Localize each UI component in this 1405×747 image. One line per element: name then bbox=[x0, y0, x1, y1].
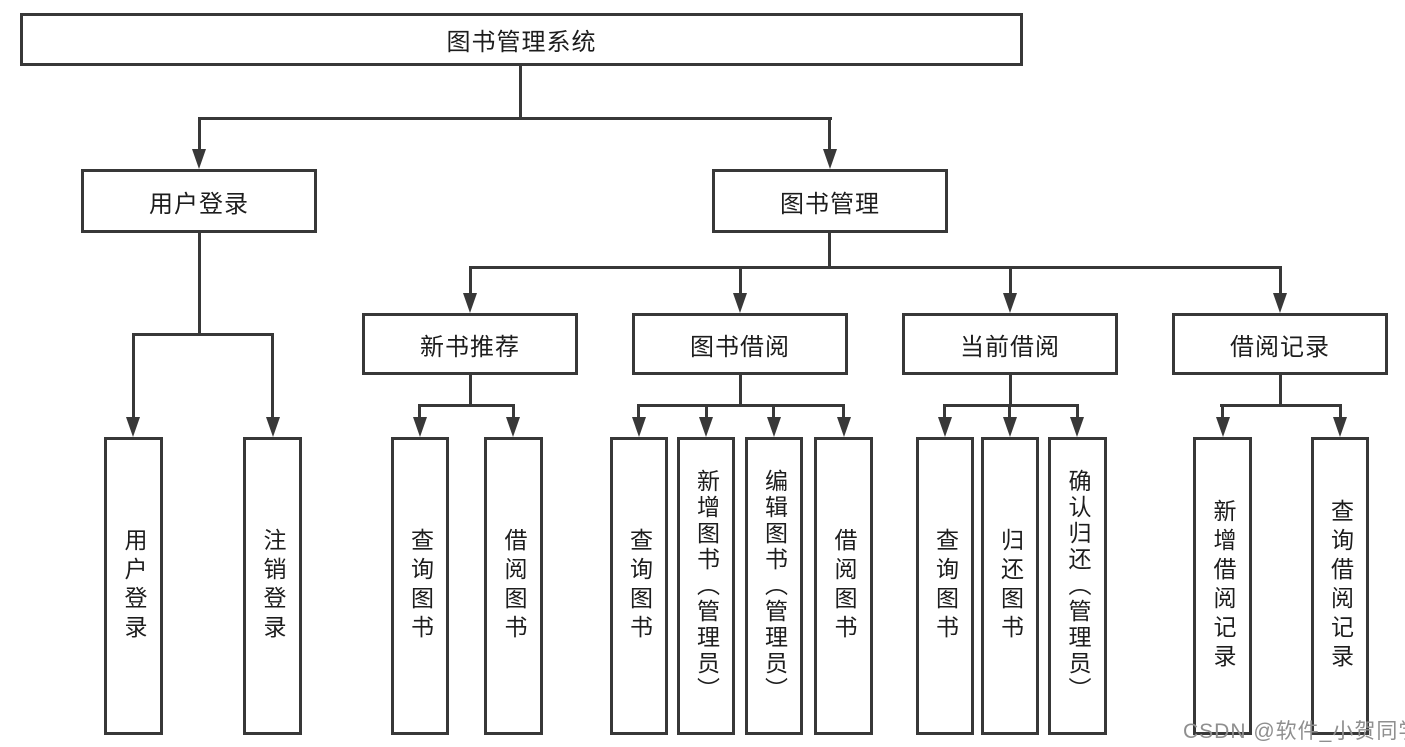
arrow-down-icon bbox=[463, 293, 477, 313]
arrow-down-icon bbox=[823, 149, 837, 169]
connector-stem bbox=[1279, 266, 1282, 296]
connector-stem bbox=[512, 404, 515, 421]
node-label: 借阅图书 bbox=[501, 528, 527, 644]
node-label: 新增图书（管理员） bbox=[693, 469, 720, 703]
connector-stem bbox=[637, 404, 640, 421]
node-label: 图书借阅 bbox=[690, 333, 790, 361]
arrow-down-icon bbox=[1003, 293, 1017, 313]
arrow-down-icon bbox=[733, 293, 747, 313]
node-label: 用户登录 bbox=[149, 190, 249, 218]
node-label: 借阅记录 bbox=[1230, 333, 1330, 361]
node-add-book-admin: 新增图书（管理员） bbox=[677, 437, 735, 735]
node-library-management-system: 图书管理系统 bbox=[20, 13, 1023, 66]
connector-distributor bbox=[1220, 404, 1342, 407]
arrow-down-icon bbox=[1216, 417, 1230, 437]
node-book-borrowing: 图书借阅 bbox=[632, 313, 848, 375]
connector-distributor bbox=[637, 404, 845, 407]
node-user-login-group: 用户登录 bbox=[81, 169, 317, 233]
arrow-down-icon bbox=[1003, 417, 1017, 437]
arrow-down-icon bbox=[506, 417, 520, 437]
connector-stem bbox=[739, 375, 742, 407]
arrow-down-icon bbox=[632, 417, 646, 437]
arrow-down-icon bbox=[126, 417, 140, 437]
node-book-management: 图书管理 bbox=[712, 169, 948, 233]
node-label: 图书管理 bbox=[780, 190, 880, 218]
arrow-down-icon bbox=[1273, 293, 1287, 313]
arrow-down-icon bbox=[767, 417, 781, 437]
node-logout: 注销登录 bbox=[243, 437, 302, 735]
node-borrow-book: 借阅图书 bbox=[814, 437, 873, 735]
node-query-book-current: 查询图书 bbox=[916, 437, 974, 735]
csdn-watermark: CSDN @软件_小贺同学 bbox=[1183, 720, 1405, 743]
node-edit-book-admin: 编辑图书（管理员） bbox=[745, 437, 803, 735]
node-label: 查询图书 bbox=[407, 528, 434, 644]
node-label: 查询借阅记录 bbox=[1327, 499, 1354, 673]
node-label: 确认归还（管理员） bbox=[1065, 469, 1091, 703]
connector-distributor bbox=[418, 404, 515, 407]
node-label: 用户登录 bbox=[121, 528, 147, 644]
connector-stem bbox=[1076, 404, 1079, 421]
connector-stem bbox=[1008, 404, 1011, 421]
connector-stem bbox=[132, 333, 135, 419]
node-confirm-return-admin: 确认归还（管理员） bbox=[1048, 437, 1107, 735]
arrow-down-icon bbox=[192, 149, 206, 169]
connector-stem bbox=[1009, 375, 1012, 407]
node-label: 查询图书 bbox=[626, 528, 653, 644]
node-label: 归还图书 bbox=[997, 528, 1024, 644]
connector-stem bbox=[828, 233, 831, 269]
node-label: 新书推荐 bbox=[420, 333, 520, 361]
connector-stem bbox=[943, 404, 946, 421]
connector-stem bbox=[739, 266, 742, 296]
arrow-down-icon bbox=[266, 417, 280, 437]
connector-root-stem bbox=[519, 66, 522, 119]
node-query-book-borrowing: 查询图书 bbox=[610, 437, 668, 735]
node-label: 编辑图书（管理员） bbox=[761, 469, 788, 703]
node-query-borrow-record: 查询借阅记录 bbox=[1311, 437, 1369, 735]
node-label: 当前借阅 bbox=[960, 333, 1060, 361]
connector-stem bbox=[1009, 266, 1012, 296]
connector-stem bbox=[828, 117, 831, 151]
connector-level2-distributor bbox=[470, 266, 1280, 269]
connector-distributor bbox=[132, 333, 274, 336]
arrow-down-icon bbox=[413, 417, 427, 437]
node-borrow-book-recommend: 借阅图书 bbox=[484, 437, 543, 735]
arrow-down-icon bbox=[1333, 417, 1347, 437]
arrow-down-icon bbox=[699, 417, 713, 437]
arrow-down-icon bbox=[1070, 417, 1084, 437]
connector-stem bbox=[1279, 375, 1282, 407]
connector-stem bbox=[705, 404, 708, 421]
node-current-borrowing: 当前借阅 bbox=[902, 313, 1118, 375]
connector-stem bbox=[469, 375, 472, 407]
node-borrowing-records: 借阅记录 bbox=[1172, 313, 1388, 375]
node-label: 注销登录 bbox=[260, 528, 286, 644]
connector-stem bbox=[198, 117, 201, 151]
node-add-borrow-record: 新增借阅记录 bbox=[1193, 437, 1252, 735]
node-label: 图书管理系统 bbox=[446, 29, 597, 56]
node-label: 查询图书 bbox=[932, 528, 959, 644]
node-label: 新增借阅记录 bbox=[1210, 499, 1236, 673]
connector-stem bbox=[1339, 404, 1342, 421]
connector-stem bbox=[469, 266, 472, 296]
connector-distributor bbox=[943, 404, 1079, 407]
node-query-book-recommend: 查询图书 bbox=[391, 437, 449, 735]
node-label: 借阅图书 bbox=[831, 528, 857, 644]
connector-level1-distributor bbox=[198, 117, 832, 120]
connector-stem bbox=[198, 233, 201, 336]
connector-stem bbox=[842, 404, 845, 421]
node-return-book: 归还图书 bbox=[981, 437, 1039, 735]
connector-stem bbox=[271, 333, 274, 419]
connector-stem bbox=[1221, 404, 1224, 421]
arrow-down-icon bbox=[938, 417, 952, 437]
arrow-down-icon bbox=[837, 417, 851, 437]
connector-stem bbox=[772, 404, 775, 421]
node-new-book-recommend: 新书推荐 bbox=[362, 313, 578, 375]
node-user-login: 用户登录 bbox=[104, 437, 163, 735]
connector-stem bbox=[418, 404, 421, 421]
